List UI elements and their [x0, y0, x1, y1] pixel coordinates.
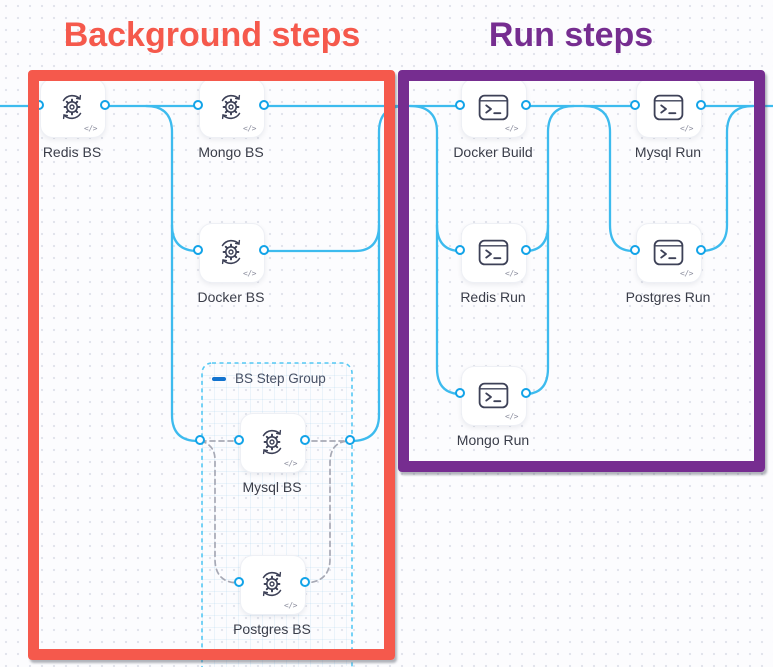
code-glyph: </> — [84, 124, 97, 133]
step-mysql-run: </> Mysql Run — [630, 78, 706, 160]
run-steps-title: Run steps — [488, 16, 654, 54]
group-exit-port[interactable] — [345, 435, 356, 446]
step-label: Docker Build — [453, 144, 533, 160]
step-mongo-bs: </> Mongo BS — [193, 78, 269, 160]
step-input-port[interactable] — [455, 388, 466, 399]
step-label: Docker BS — [197, 289, 265, 305]
step-input-port[interactable] — [455, 245, 466, 256]
step-group-label: BS Step Group — [235, 371, 326, 386]
step-mysql-bs: </> Mysql BS — [234, 413, 310, 495]
step-input-port[interactable] — [193, 100, 204, 111]
group-entry-port[interactable] — [195, 435, 206, 446]
background-step-icon — [62, 94, 82, 120]
step-input-port[interactable] — [193, 245, 204, 256]
step-mongo-run: </> Mongo Run — [455, 366, 531, 448]
code-glyph: </> — [243, 269, 256, 278]
step-output-port[interactable] — [258, 100, 269, 111]
code-glyph: </> — [680, 269, 693, 278]
code-glyph: </> — [284, 601, 297, 610]
run-step-icon — [478, 382, 508, 408]
step-redis-run: </> Redis Run — [455, 223, 531, 305]
code-glyph: </> — [243, 124, 256, 133]
step-postgres-bs: </> Postgres BS — [233, 555, 311, 637]
step-label: Postgres Run — [625, 289, 711, 305]
step-redis-bs: </> Redis BS — [34, 78, 110, 160]
step-output-port[interactable] — [99, 100, 110, 111]
step-output-port[interactable] — [520, 100, 531, 111]
step-output-port[interactable] — [520, 245, 531, 256]
step-output-port[interactable] — [299, 577, 310, 588]
run-step-icon — [478, 239, 508, 265]
step-label: Mongo Run — [456, 432, 530, 448]
background-step-icon — [221, 94, 241, 120]
background-steps-title: Background steps — [63, 16, 361, 54]
code-glyph: </> — [505, 269, 518, 278]
step-output-port[interactable] — [258, 245, 269, 256]
step-input-port[interactable] — [630, 100, 641, 111]
step-label: Mongo BS — [198, 144, 264, 160]
collapse-group-icon[interactable] — [212, 376, 226, 381]
code-glyph: </> — [680, 124, 693, 133]
step-group-header: BS Step Group — [212, 371, 326, 386]
background-step-icon — [262, 571, 282, 597]
background-step-icon — [221, 239, 241, 265]
code-glyph: </> — [505, 124, 518, 133]
step-label: Redis Run — [460, 289, 526, 305]
step-label: Mysql BS — [242, 479, 302, 495]
step-label: Postgres BS — [233, 621, 311, 637]
run-step-icon — [478, 94, 508, 120]
step-output-port[interactable] — [695, 100, 706, 111]
run-step-icon — [653, 239, 683, 265]
run-step-icon — [653, 94, 683, 120]
code-glyph: </> — [505, 412, 518, 421]
code-glyph: </> — [284, 459, 297, 468]
step-label: Mysql Run — [634, 144, 702, 160]
step-output-port[interactable] — [520, 388, 531, 399]
step-output-port[interactable] — [695, 245, 706, 256]
step-docker-build: </> Docker Build — [453, 78, 533, 160]
step-output-port[interactable] — [299, 435, 310, 446]
group-dashed-connectors — [200, 440, 352, 584]
step-label: Redis BS — [42, 144, 102, 160]
step-postgres-run: </> Postgres Run — [626, 223, 710, 305]
step-input-port[interactable] — [234, 577, 245, 588]
step-docker-bs: </> Docker BS — [193, 223, 269, 305]
step-input-port[interactable] — [630, 245, 641, 256]
step-card[interactable] — [461, 223, 527, 283]
step-input-port[interactable] — [234, 435, 245, 446]
step-input-port[interactable] — [455, 100, 466, 111]
background-step-icon — [262, 429, 282, 455]
step-group-border[interactable] — [201, 362, 353, 667]
